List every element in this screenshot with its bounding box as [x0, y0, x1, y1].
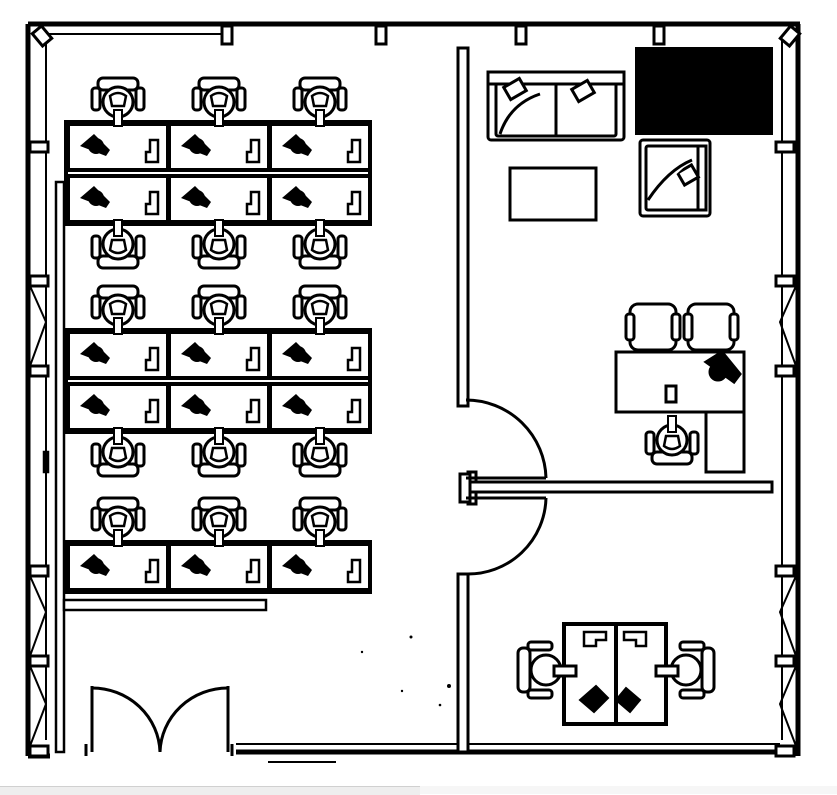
plan-marks [360, 635, 451, 707]
lounge-cabinet [635, 47, 773, 135]
left-partition [42, 180, 268, 754]
outer-walls [25, 21, 801, 759]
window-glazing [29, 285, 797, 747]
office-chair-icon [516, 640, 716, 700]
wall-columns [28, 23, 802, 758]
central-partition [456, 46, 774, 754]
armchair-icon [638, 138, 712, 218]
bench-desk [562, 622, 668, 726]
office-chair-icon [624, 302, 740, 464]
inner-wall-lines [44, 33, 783, 763]
sofa-icon [486, 70, 626, 142]
viewer-scrollbar[interactable] [0, 786, 420, 795]
workstation-desk-icon [64, 120, 372, 594]
viewer-scrollbar-track [420, 786, 837, 794]
coffee-table [508, 166, 598, 222]
manager-desk [614, 350, 746, 474]
door-swings [465, 398, 548, 576]
entrance-door [84, 686, 234, 756]
